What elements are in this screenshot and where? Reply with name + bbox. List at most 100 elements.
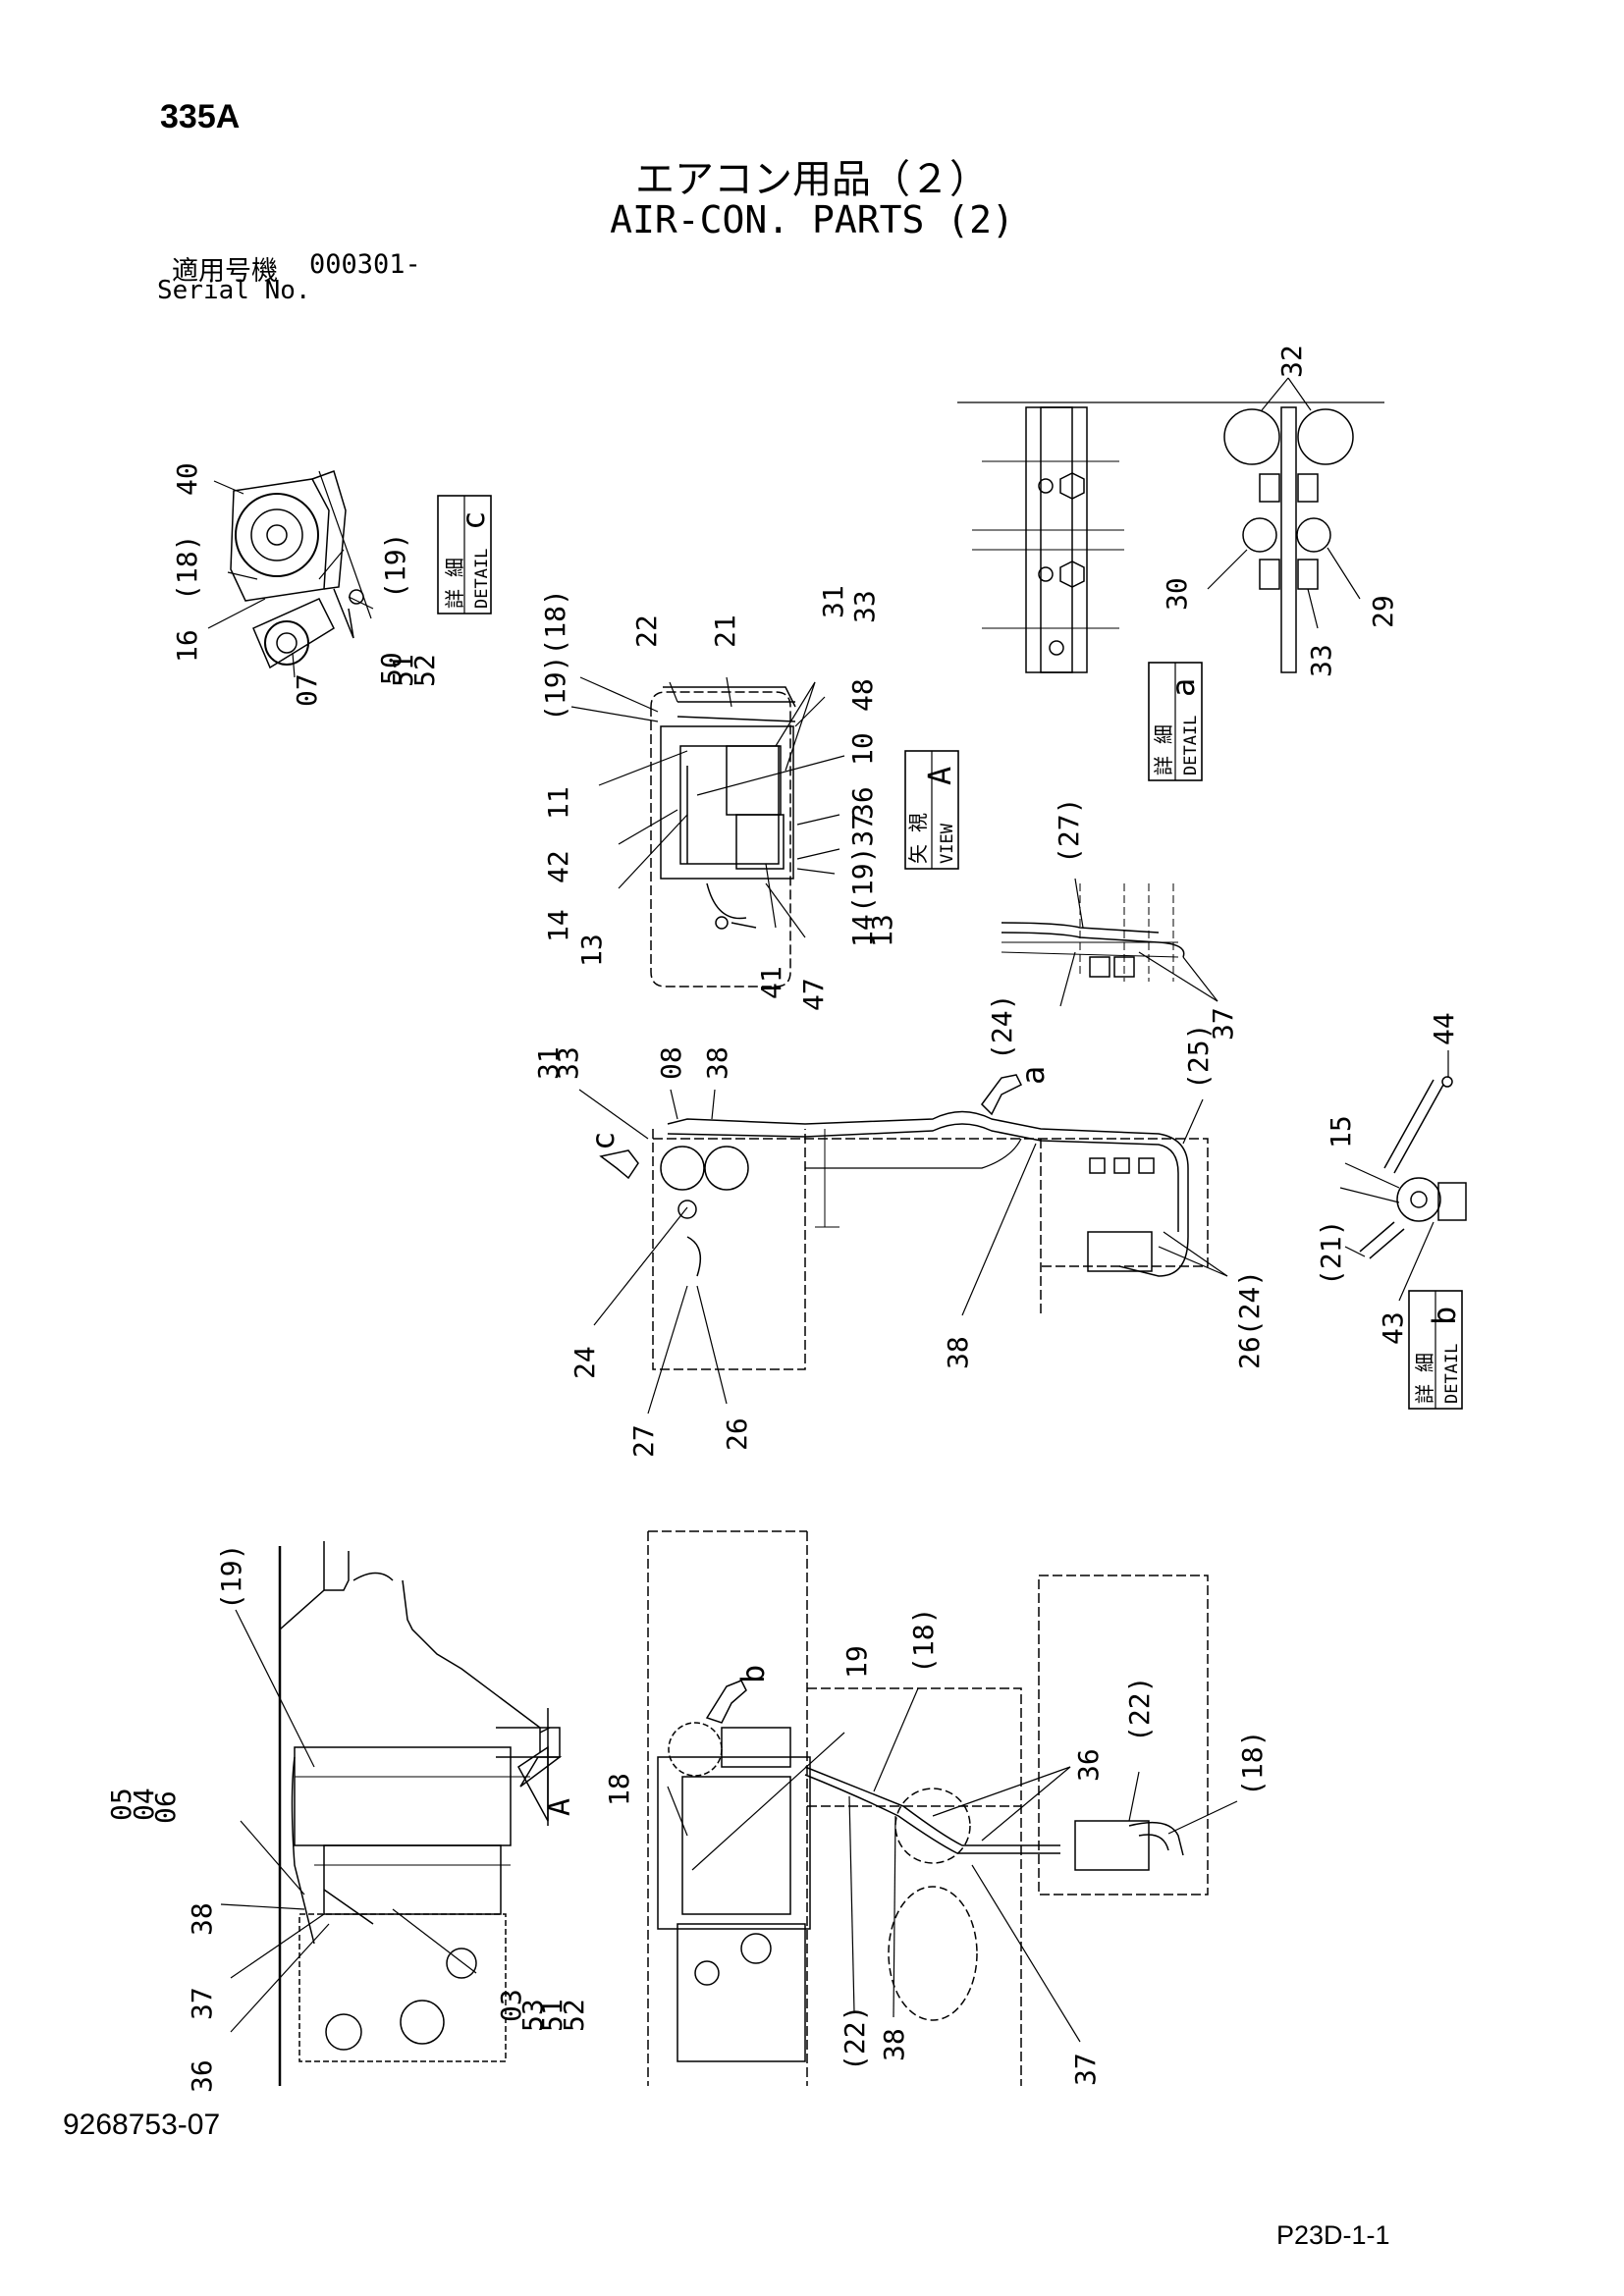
callout-14: 14 [542, 909, 574, 942]
callout-37c: 37 [1069, 2053, 1102, 2086]
page-reference: P23D-1-1 [1276, 2220, 1390, 2250]
detail-a-box [1148, 662, 1203, 781]
detail-a-drawing [957, 377, 1384, 673]
callout-08: 08 [655, 1046, 687, 1080]
callout-52b: 52 [558, 1999, 590, 2032]
callout-18c: 18 [603, 1773, 635, 1806]
callout-50: 50 [375, 652, 407, 685]
callout-31: 31 [817, 585, 849, 618]
callout-47: 47 [797, 978, 830, 1011]
callout-27b: 27 [627, 1424, 660, 1458]
callout-10: 10 [846, 732, 879, 766]
callout-52: 52 [408, 654, 441, 687]
callout-38c: 38 [186, 1902, 218, 1936]
callout-03: 03 [495, 1989, 527, 2022]
view-a-letter: A [921, 767, 958, 785]
callout-19c: (19) [215, 1544, 247, 1610]
detail-b-en: DETAIL [1442, 1344, 1462, 1404]
side-view-drawing [220, 1541, 563, 2086]
callout-11: 11 [542, 786, 574, 820]
callout-38d: 38 [878, 2028, 910, 2061]
callout-19-18: (19)(18) [539, 589, 571, 721]
callout-44: 44 [1428, 1012, 1460, 1045]
callout-06: 06 [149, 1790, 182, 1824]
callout-26: 26 [721, 1417, 753, 1451]
callout-07: 07 [291, 673, 323, 707]
callout-16: 16 [171, 629, 203, 663]
callout-30: 30 [1161, 577, 1193, 611]
view-a-en: VIEW [938, 823, 957, 864]
callout-37a: 37 [1207, 1007, 1239, 1041]
callout-21b: (21) [1315, 1220, 1347, 1286]
callout-21: 21 [709, 614, 741, 648]
marker-c: c [584, 1132, 622, 1150]
callout-15: 15 [1325, 1115, 1357, 1148]
detail-a-en: DETAIL [1181, 716, 1201, 775]
callout-32: 32 [1275, 345, 1308, 378]
callout-37b: 37 [186, 1987, 218, 2020]
serial-value: 000301- [309, 249, 421, 280]
marker-b: b [734, 1665, 772, 1683]
marker-A: A [543, 1798, 577, 1816]
callout-22c: (22) [839, 2005, 871, 2071]
callout-18b: (18) [907, 1608, 940, 1674]
callout-29: 29 [1367, 595, 1399, 628]
callout-13: 13 [575, 934, 608, 967]
callout-36c: 36 [1072, 1748, 1105, 1782]
detail-c-box [437, 495, 492, 614]
main-routing-view [578, 1074, 1228, 1415]
callout-19-37: (19)37 [846, 814, 879, 913]
callout-38b: 38 [942, 1336, 974, 1369]
callout-25: (25) [1182, 1024, 1215, 1090]
callout-31b: 31 [532, 1046, 565, 1080]
detail-c-view [207, 470, 374, 678]
callout-40: 40 [171, 462, 203, 496]
page-title-japanese: エアコン用品（２） [635, 157, 989, 202]
callout-19: (19) [379, 533, 411, 599]
callout-18d: (18) [1236, 1731, 1269, 1796]
view-a-ja: 矢 視 [906, 813, 930, 864]
callout-13b: 13 [866, 914, 898, 947]
hose-fitting [264, 620, 309, 666]
callout-26-24: 26(24) [1233, 1270, 1266, 1369]
callout-53: 53 [516, 1999, 549, 2032]
compressor-pulley [235, 493, 319, 577]
page-title-english: AIR-CON. PARTS (2) [610, 198, 1014, 241]
callout-33b: 33 [1305, 644, 1337, 677]
callout-51b: 51 [536, 1999, 568, 2032]
callout-41: 41 [755, 966, 787, 999]
callout-14b: 14 [846, 914, 879, 947]
callout-33c: 33 [552, 1046, 584, 1080]
detail-b-drawing [1339, 1050, 1467, 1302]
callout-27a: (27) [1053, 798, 1085, 864]
view-a-box [904, 750, 959, 870]
callout-36: 36 [846, 786, 879, 820]
detail-b-ja: 詳 細 [1413, 1353, 1436, 1404]
detail-b-box [1408, 1290, 1463, 1410]
callout-51: 51 [387, 654, 419, 687]
marker-a: a [1014, 1066, 1052, 1085]
view-a-marker [517, 1708, 549, 1826]
callout-24b: 24 [568, 1346, 601, 1379]
callout-43: 43 [1377, 1311, 1409, 1345]
callout-24a: (24) [986, 994, 1018, 1060]
detail-c-en: DETAIL [472, 549, 492, 609]
callout-05: 05 [105, 1788, 137, 1821]
hose-routing-detail [1001, 878, 1218, 1007]
view-a-drawing [570, 676, 845, 988]
callout-48: 48 [846, 678, 879, 712]
serial-label-japanese: 適用号機 [172, 256, 278, 287]
top-view-drawing [647, 1530, 1238, 2086]
detail-c-letter: c [455, 511, 492, 530]
callout-22b: (22) [1123, 1677, 1156, 1742]
detail-a-ja: 詳 細 [1152, 724, 1175, 775]
callout-04: 04 [128, 1788, 160, 1821]
model-number: 335A [160, 98, 241, 135]
callout-33: 33 [848, 590, 881, 623]
callout-22: 22 [630, 614, 663, 648]
serial-label-english: Serial No. [157, 276, 311, 305]
detail-c-ja: 詳 細 [443, 558, 466, 609]
detail-a-letter: a [1164, 678, 1202, 697]
document-number: 9268753-07 [63, 2109, 221, 2141]
